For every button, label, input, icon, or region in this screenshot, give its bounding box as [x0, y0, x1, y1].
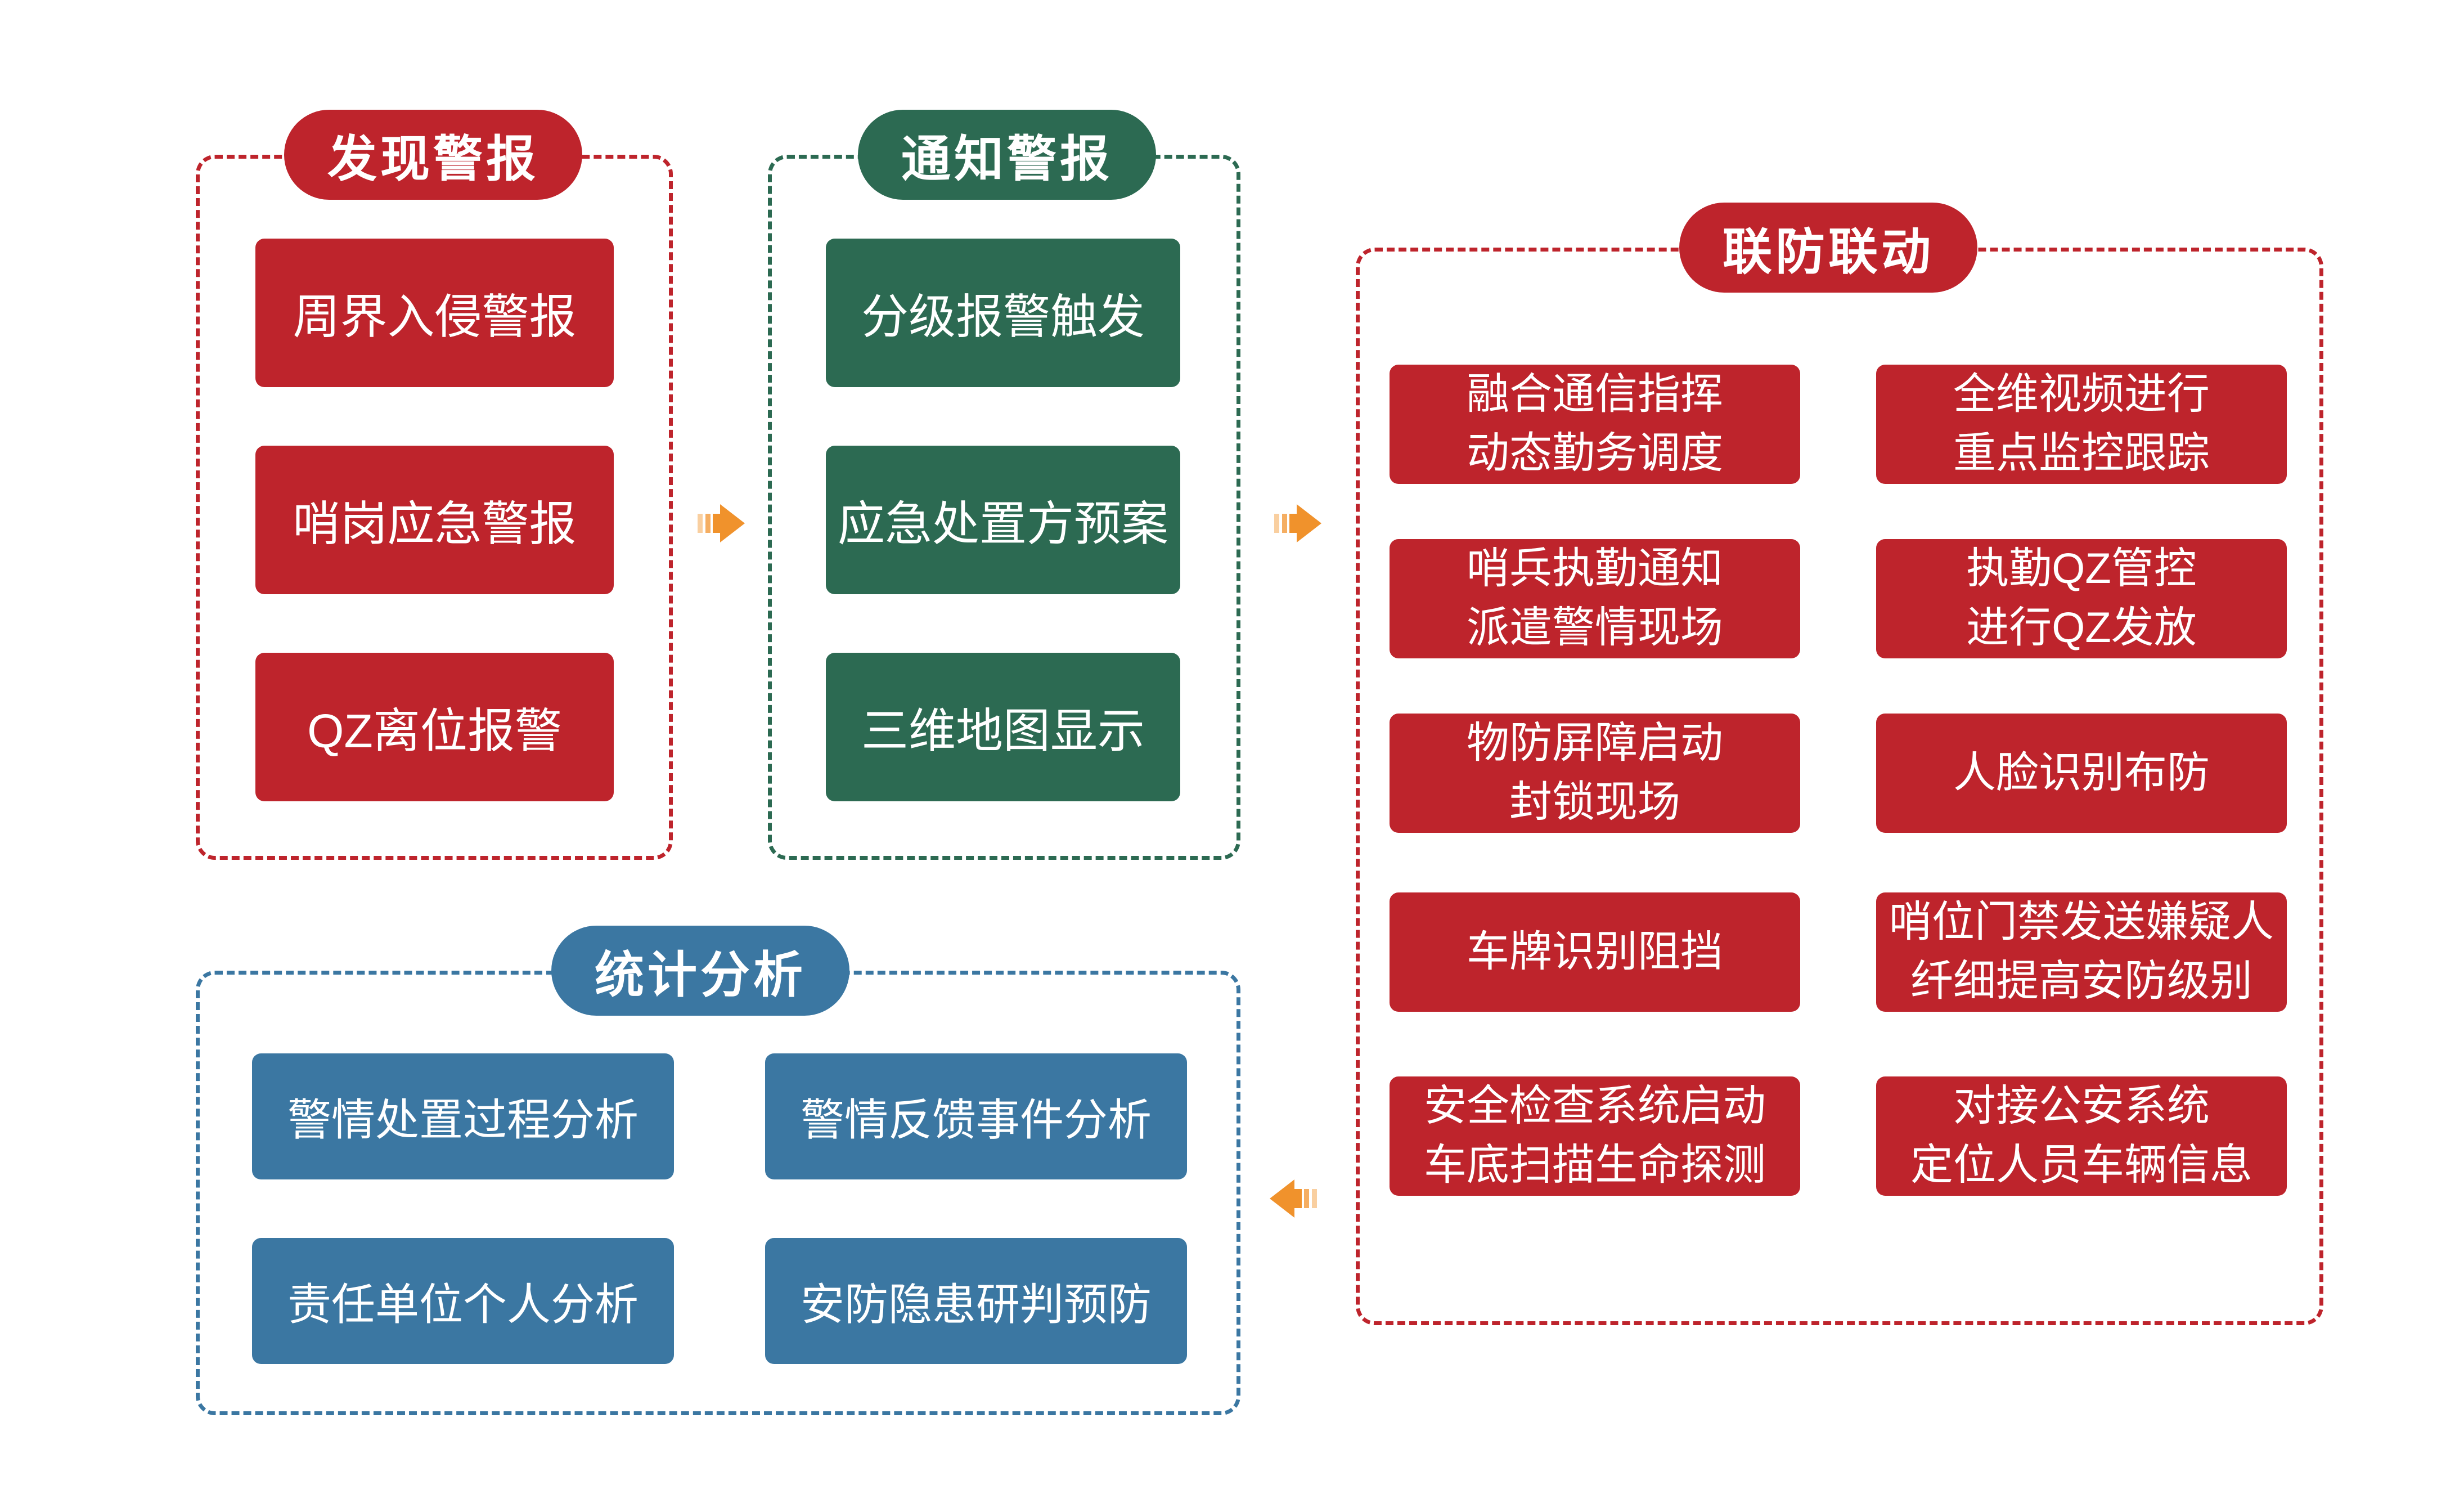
node-label: 哨兵执勤通知 派遣警情现场	[1467, 545, 1723, 652]
node-label: 周界入侵警报	[293, 290, 577, 343]
section-title: 统计分析	[594, 946, 806, 1003]
node-label: 责任单位个人分析	[287, 1280, 639, 1329]
section-title: 发现警报	[327, 131, 539, 187]
node-emergency-response-plan: 应急处置方预案	[826, 446, 1180, 594]
node-label: QZ离位报警	[307, 704, 562, 757]
section-joint-title-pill: 联防联动	[1679, 203, 1977, 293]
node-security-risk-prediction: 安防隐患研判预防	[765, 1238, 1187, 1364]
node-duty-qz-control-issue: 执勤QZ管控 进行QZ发放	[1876, 539, 2287, 658]
node-label: 人脸识别布防	[1953, 748, 2210, 797]
node-label: 全维视频进行 重点监控跟踪	[1953, 370, 2210, 477]
section-notify-title-pill: 通知警报	[858, 110, 1156, 200]
node-label: 哨位门禁发送嫌疑人 纤细提高安防级别	[1889, 898, 2274, 1005]
node-label: 分级报警触发	[861, 290, 1145, 343]
node-label: 对接公安系统 定位人员车辆信息	[1910, 1082, 2252, 1189]
node-perimeter-intrusion-alarm: 周界入侵警报	[255, 239, 614, 387]
flow-arrow-right-icon	[1274, 501, 1323, 546]
node-label: 应急处置方预案	[837, 497, 1168, 550]
node-face-recognition-deploy: 人脸识别布防	[1876, 714, 2287, 833]
flow-arrow-right-icon	[698, 501, 746, 546]
node-video-key-monitor-track: 全维视频进行 重点监控跟踪	[1876, 365, 2287, 484]
section-discover-title-pill: 发现警报	[284, 110, 582, 200]
node-label: 车牌识别阻挡	[1467, 927, 1723, 976]
section-stats-title-pill: 统计分析	[551, 926, 849, 1016]
node-label: 安全检查系统启动 车底扫描生命探测	[1424, 1082, 1766, 1189]
node-alarm-feedback-event-analysis: 警情反馈事件分析	[765, 1053, 1187, 1179]
node-sentry-emergency-alarm: 哨岗应急警报	[255, 446, 614, 594]
node-label: 哨岗应急警报	[293, 497, 577, 550]
node-fusion-comm-command: 融合通信指挥 动态勤务调度	[1390, 365, 1800, 484]
node-label: 三维地图显示	[861, 704, 1145, 757]
node-label: 警情处置过程分析	[287, 1095, 639, 1145]
node-security-check-scan: 安全检查系统启动 车底扫描生命探测	[1390, 1076, 1800, 1196]
node-responsible-unit-person-analysis: 责任单位个人分析	[252, 1238, 674, 1364]
node-label: 融合通信指挥 动态勤务调度	[1467, 370, 1723, 477]
node-label: 警情反馈事件分析	[800, 1095, 1152, 1145]
section-title: 通知警报	[901, 131, 1113, 187]
node-alarm-handling-process-analysis: 警情处置过程分析	[252, 1053, 674, 1179]
node-graded-alarm-trigger: 分级报警触发	[826, 239, 1180, 387]
node-physical-barrier-lockdown: 物防屏障启动 封锁现场	[1390, 714, 1800, 833]
section-title: 联防联动	[1722, 223, 1934, 280]
node-label: 安防隐患研判预防	[800, 1280, 1152, 1329]
node-police-system-locate: 对接公安系统 定位人员车辆信息	[1876, 1076, 2287, 1196]
node-sentry-access-suspect-alert: 哨位门禁发送嫌疑人 纤细提高安防级别	[1876, 892, 2287, 1012]
node-plate-recognition-block: 车牌识别阻挡	[1390, 892, 1800, 1012]
node-qz-offsite-alarm: QZ离位报警	[255, 653, 614, 801]
flow-arrow-left-icon	[1269, 1176, 1317, 1221]
node-3d-map-display: 三维地图显示	[826, 653, 1180, 801]
node-label: 执勤QZ管控 进行QZ发放	[1966, 545, 2197, 652]
node-sentry-duty-notify: 哨兵执勤通知 派遣警情现场	[1390, 539, 1800, 658]
node-label: 物防屏障启动 封锁现场	[1467, 719, 1723, 826]
